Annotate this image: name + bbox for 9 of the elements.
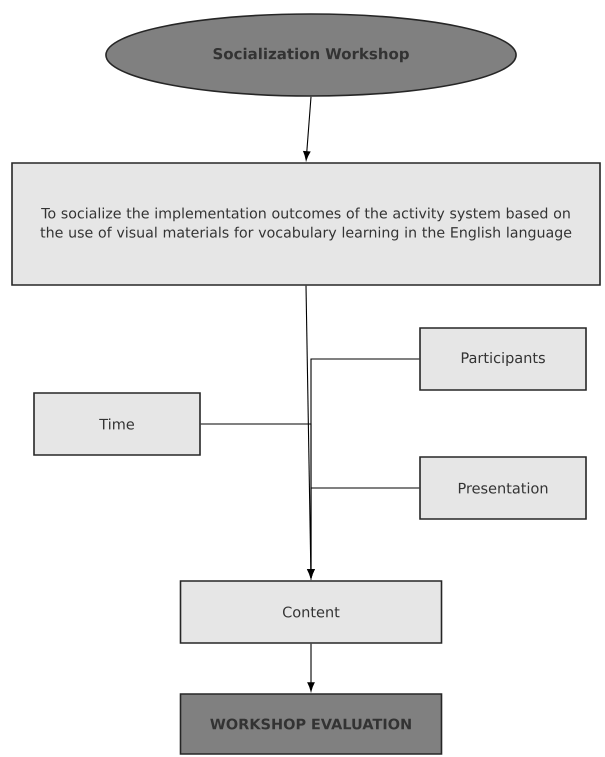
arrow [307,487,420,578]
process-box: Presentation [419,456,587,520]
objective-box: To socialize the implementation outcomes of the activity system based on the use of visual materials for vocabulary learning in the English language [11,162,601,286]
process-box: Content [180,580,442,644]
process-box: Time [33,392,201,456]
end-box: WORKSHOP EVALUATION [180,693,442,755]
arrow [303,96,312,160]
arrow [307,644,315,692]
process-box: Participants [419,327,587,391]
